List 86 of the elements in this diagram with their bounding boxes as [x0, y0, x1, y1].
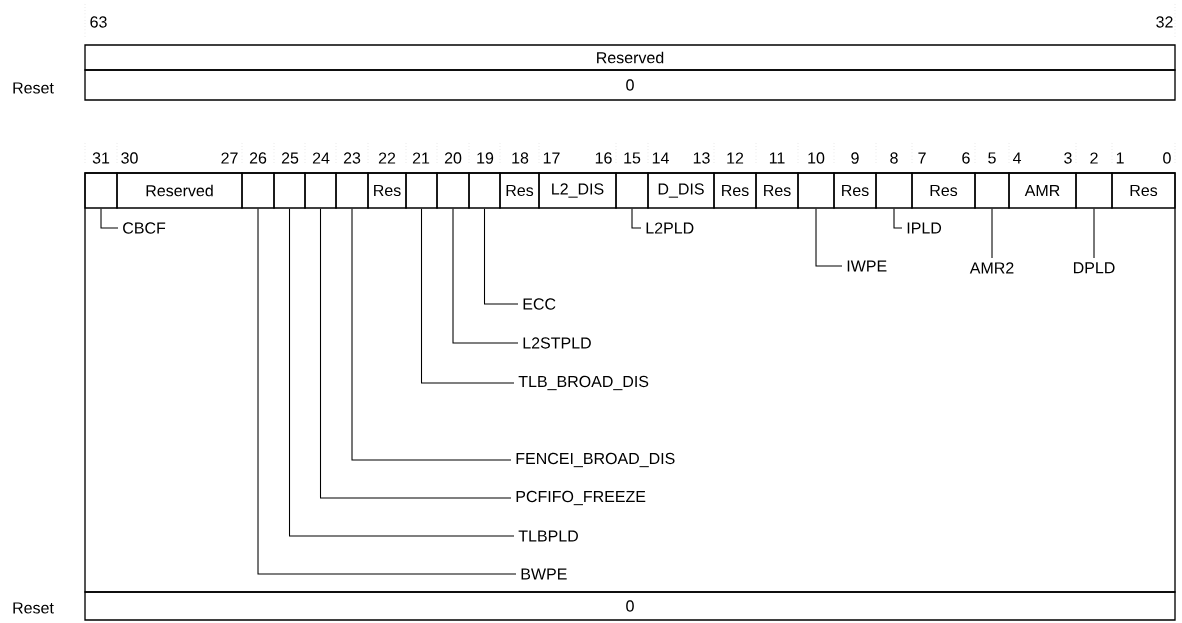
field-name: DPLD: [1074, 262, 1115, 274]
field-name: L2PLD: [646, 222, 694, 234]
bit-field-cell: D_DIS: [647, 172, 715, 209]
bit-number: 63: [90, 16, 107, 28]
bit-number: 8: [890, 152, 898, 164]
bit-field-cell: [304, 172, 337, 209]
field-name: FENCEI_BROAD_DIS: [516, 452, 675, 468]
bit-field-cell: [84, 172, 118, 209]
leader-line: [893, 208, 903, 229]
field-name: L2STPLD: [523, 337, 591, 349]
field-name: IPLD: [907, 222, 942, 234]
bit-field-cell: [273, 172, 306, 209]
bit-number: 31: [92, 152, 110, 164]
bit-field-cell: [615, 172, 649, 209]
field-name: ECC: [523, 298, 556, 310]
field-name: AMR2: [969, 262, 1014, 274]
field-name: TLB_BROAD_DIS: [518, 375, 649, 391]
row-label: Reset: [13, 82, 54, 94]
bit-field-cell: Res: [755, 172, 799, 209]
bit-field-cell: Res: [833, 172, 877, 209]
bit-field-cell: AMR: [1008, 172, 1077, 209]
field-name: IWPE: [847, 260, 887, 272]
bit-number: 1: [1116, 152, 1124, 164]
bit-number: 16: [595, 152, 612, 164]
bit-field-cell: [241, 172, 275, 209]
bit-number: 10: [808, 152, 825, 164]
bit-field-cell: [1075, 172, 1113, 209]
bit-number: 30: [121, 152, 138, 164]
bit-number: 24: [312, 152, 330, 164]
bit-number: 22: [378, 152, 396, 164]
bit-number: 14: [652, 152, 669, 164]
bit-number: 26: [249, 152, 267, 164]
reserved-field: Reserved: [84, 44, 1176, 71]
field-name: TLBPLD: [518, 530, 578, 542]
bit-field-cell: Res: [367, 172, 407, 209]
bit-number: 27: [221, 152, 238, 164]
bit-field-cell: [468, 172, 501, 209]
bit-number: 23: [343, 152, 361, 164]
bit-number: 25: [281, 152, 299, 164]
leader-line: [319, 208, 512, 499]
bit-number: 3: [1064, 152, 1072, 164]
bit-field-cell: [797, 172, 835, 209]
bit-number: 21: [412, 152, 430, 164]
bit-field-cell: [436, 172, 470, 209]
bit-field-cell: [974, 172, 1010, 209]
bit-number: 2: [1090, 152, 1098, 164]
bit-number: 11: [769, 152, 785, 164]
leader-line: [991, 208, 993, 259]
bit-number: 17: [543, 152, 560, 164]
bit-number: 20: [444, 152, 462, 164]
bit-field-cell: Res: [1111, 172, 1176, 209]
bit-field-cell: [405, 172, 438, 209]
field-name: CBCF: [123, 222, 166, 234]
leader-line: [815, 208, 843, 267]
leader-line: [351, 208, 512, 461]
bit-number: 5: [988, 152, 996, 164]
bit-number: 12: [727, 152, 744, 164]
field-name: PCFIFO_FREEZE: [516, 490, 646, 506]
leader-line: [100, 208, 119, 229]
bit-number: 13: [693, 152, 710, 164]
bit-field-cell: Res: [499, 172, 540, 209]
bit-number: 7: [918, 152, 926, 164]
reset-value-cell: 0: [84, 591, 1176, 621]
leader-line: [420, 208, 515, 384]
leader-line: [631, 208, 642, 229]
bit-number: 6: [962, 152, 970, 164]
leader-line: [257, 208, 517, 575]
bit-number: 18: [512, 152, 529, 164]
bit-field-cell: [875, 172, 913, 209]
bit-field-cell: Reserved: [116, 172, 243, 209]
leader-line: [452, 208, 519, 344]
leader-line: [1093, 208, 1095, 259]
bit-number: 32: [1156, 16, 1173, 28]
bit-field-cell: [335, 172, 369, 209]
reset-value-cell: 0: [84, 69, 1176, 101]
bit-number: 15: [624, 152, 641, 164]
field-name: BWPE: [521, 568, 567, 580]
bit-field-cell: L2_DIS: [538, 172, 617, 209]
bit-number: 9: [851, 152, 859, 164]
bit-field-cell: Res: [713, 172, 757, 209]
row-label: Reset: [13, 602, 54, 614]
leader-line: [288, 208, 515, 537]
leader-line: [483, 208, 519, 305]
bit-number: 4: [1013, 152, 1022, 164]
bit-number: 19: [477, 152, 494, 164]
bit-field-cell: Res: [911, 172, 976, 209]
